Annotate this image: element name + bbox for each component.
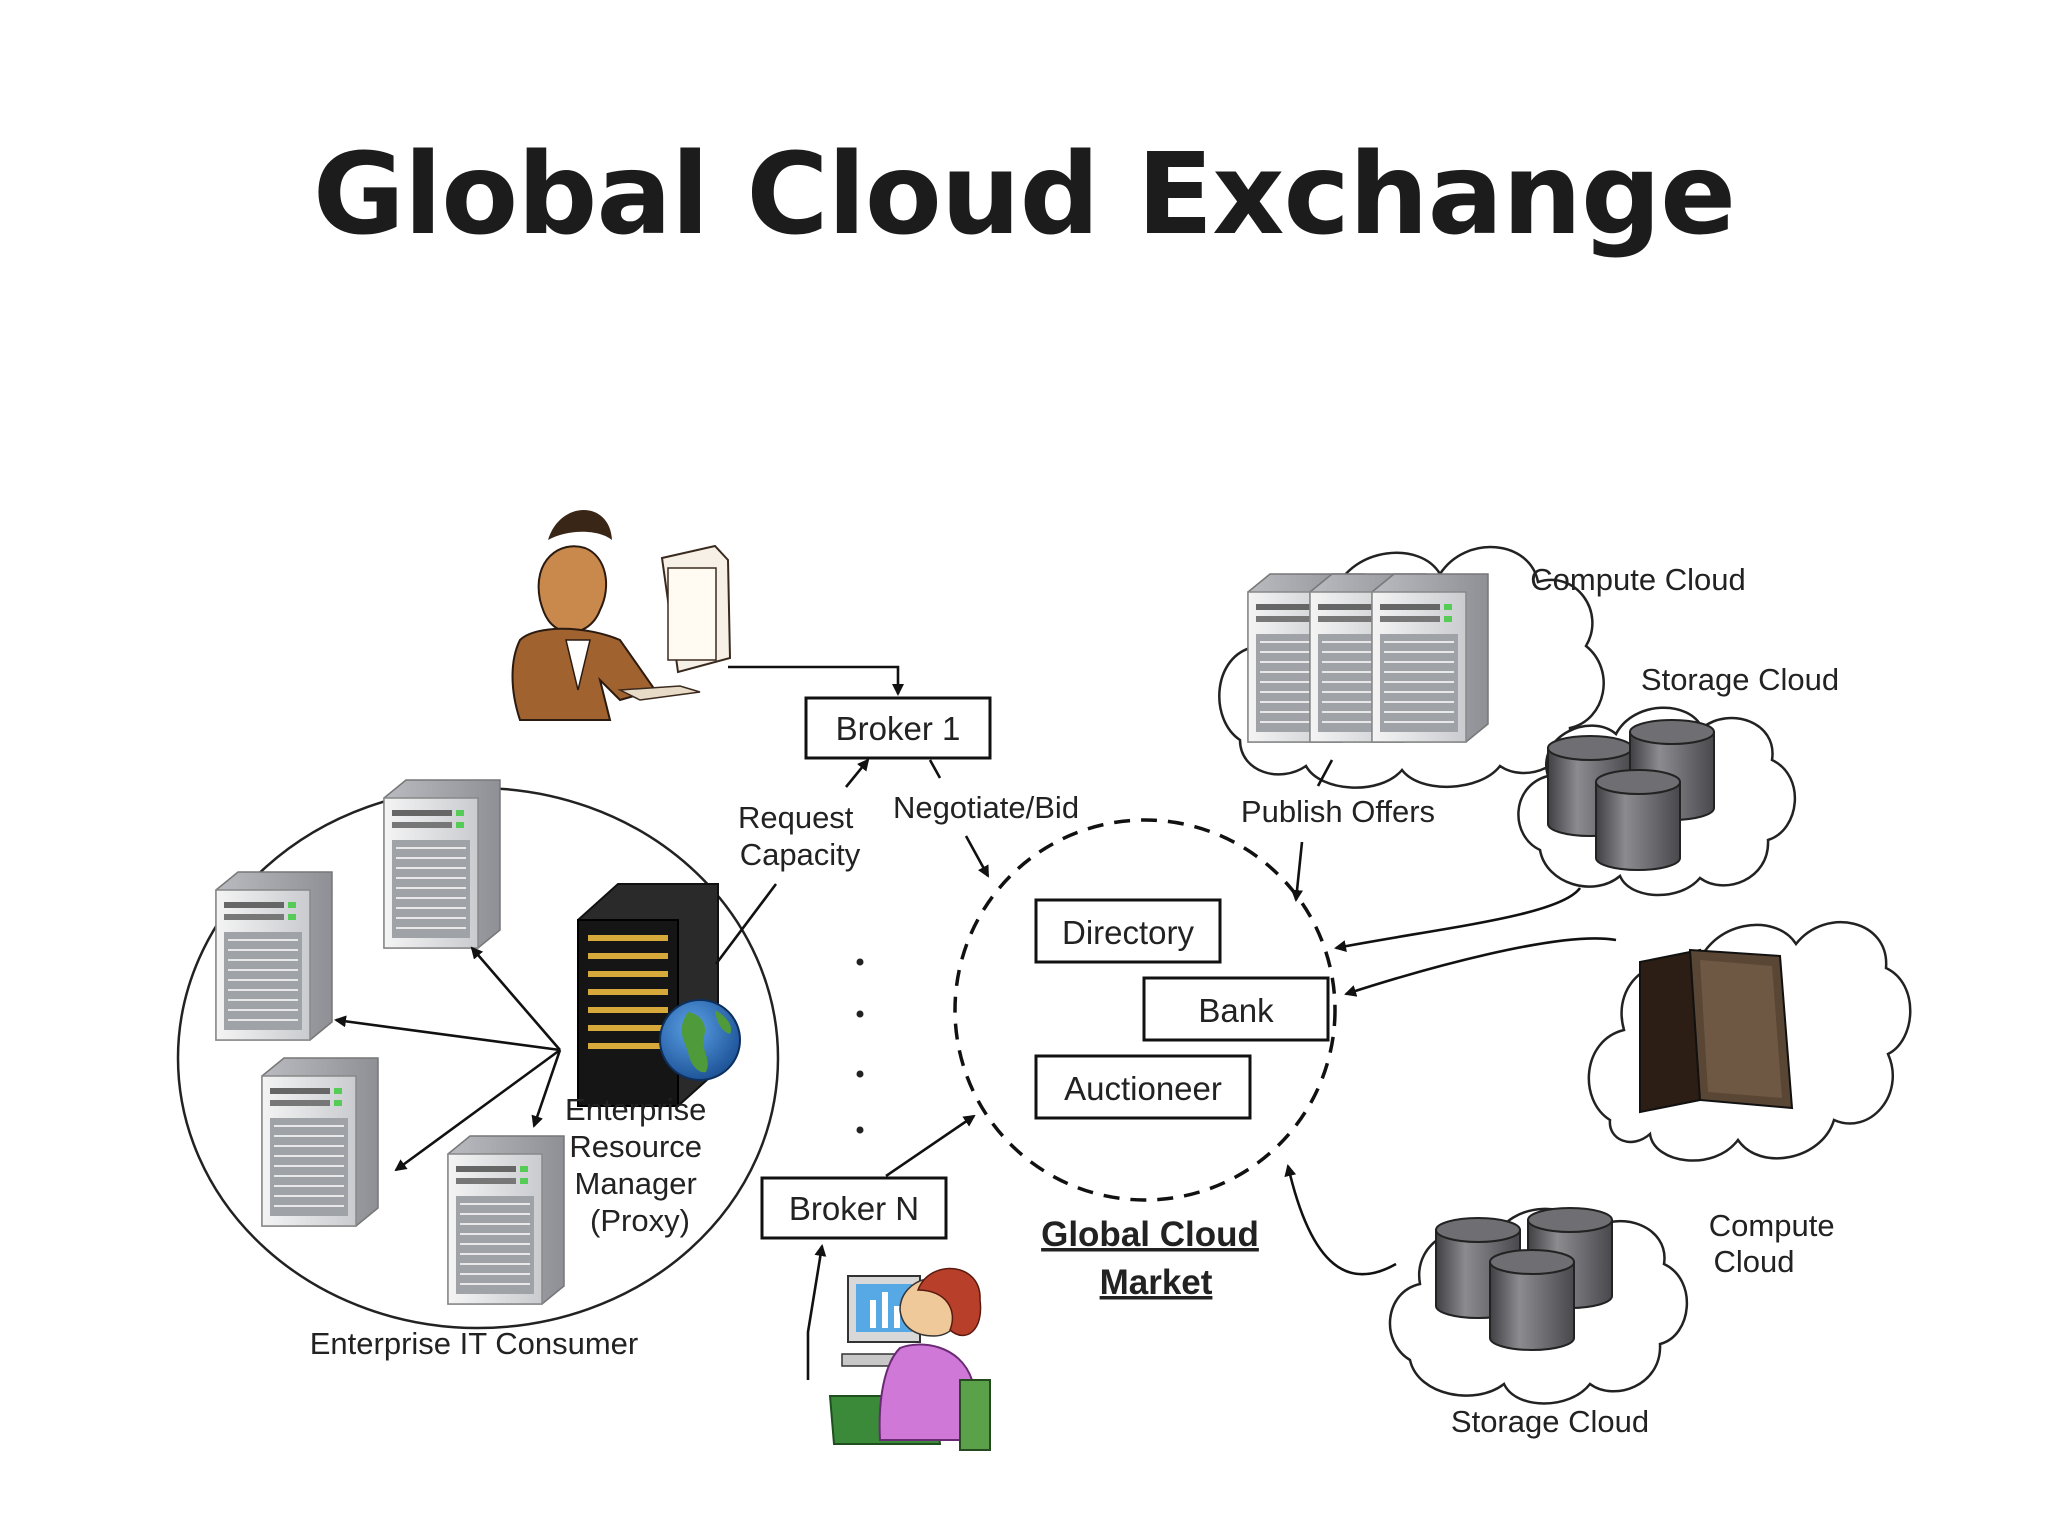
broker-n-to-market-arrow [885,1114,976,1178]
page-title: Global Cloud Exchange [312,130,1736,260]
market-name-line-2: Market [1100,1263,1213,1302]
compute-cloud-mid [1587,920,1912,1162]
globe-icon [659,999,741,1081]
publish-offers-label: Publish Offers [1241,794,1435,829]
brokers-ellipsis [856,958,864,1134]
proxy-to-server-2-arrow [334,1015,561,1052]
user-to-broker-n-arrow [806,1244,827,1380]
enterprise-server-3 [261,1057,379,1227]
broker-1-label: Broker 1 [836,710,961,747]
enterprise-server-2 [215,871,333,1041]
enterprise-server-1 [383,779,501,949]
storage-cloud-top-label: Storage Cloud [1641,662,1839,697]
compute-cloud-top-label: Compute Cloud [1530,562,1745,597]
compute-mid-to-market-arrow [1344,937,1617,997]
proxy-to-server-4-arrow [531,1049,562,1128]
proxy-to-server-1-arrow [470,946,561,1051]
compute-cloud-top [1218,545,1605,789]
request-capacity-label: Request Capacity [738,800,862,872]
storage-top-to-market-arrow [1334,887,1582,953]
compute-cloud-mid-label: Compute Cloud [1709,1208,1843,1279]
storage-cloud-bottom [1388,1207,1688,1405]
market-name-line-1: Global Cloud [1041,1215,1259,1254]
broker-n-label: Broker N [789,1190,919,1227]
directory-box [1034,898,1222,964]
woman-user-icon [828,1267,991,1451]
user-to-broker-1-arrow [728,665,904,696]
auctioneer-label: Auctioneer [1064,1070,1222,1107]
negotiate-bid-label: Negotiate/Bid [893,790,1079,825]
enterprise-consumer-label: Enterprise IT Consumer [310,1326,639,1361]
storage-cloud-top [1517,706,1796,897]
bank-box [1142,976,1330,1042]
enterprise-server-4 [447,1135,565,1305]
bank-label: Bank [1198,992,1274,1029]
broker-n-box [760,1176,948,1240]
broker-1-box [804,696,992,760]
negotiate-connector [928,759,942,779]
proxy-label: Enterprise Resource Manager (Proxy) [565,1092,715,1238]
request-capacity-connector [714,883,778,965]
negotiate-bid-arrow [964,835,990,878]
global-cloud-market-boundary [953,818,1337,1202]
directory-label: Directory [1062,914,1195,951]
publish-connector [1316,759,1334,787]
request-capacity-arrow [844,758,870,788]
businessman-user-icon [511,510,732,721]
auctioneer-box [1034,1054,1252,1120]
publish-offers-arrow [1291,841,1304,902]
storage-cloud-bottom-label: Storage Cloud [1451,1404,1649,1439]
storage-bottom-to-market-arrow [1284,1164,1397,1276]
proxy-to-server-3-arrow [394,1048,561,1172]
